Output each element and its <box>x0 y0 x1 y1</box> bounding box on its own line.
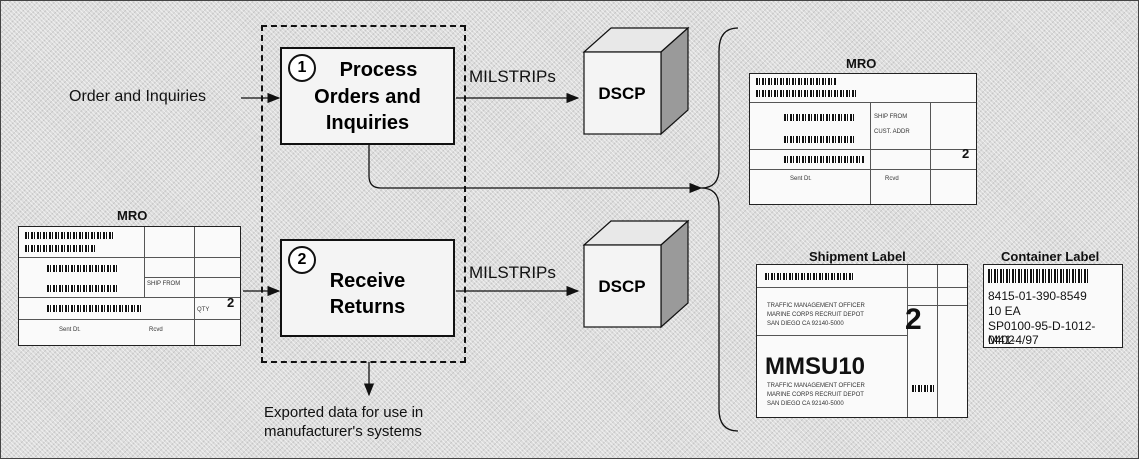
process-1-label-line2: Orders and <box>314 86 421 108</box>
milstrips-label-1: MILSTRIPs <box>469 67 556 86</box>
container-line-2: 10 EA <box>988 304 1021 318</box>
input-label: Order and Inquiries <box>69 88 206 105</box>
shipment-label-code: MMSU10 <box>765 353 866 380</box>
process-2-label-line2: Returns <box>329 296 406 318</box>
shipment-label-digit: 2 <box>905 303 922 336</box>
mro-right-document: SHIP FROM CUST. ADDR Sent Dt. Rcvd 2 <box>749 73 977 205</box>
process-2-label-line1: Receive <box>329 270 406 292</box>
process-1-label-line3: Inquiries <box>325 112 410 134</box>
mro-right-title: MRO <box>846 56 877 71</box>
process-2-box: 2 Receive Returns <box>280 239 455 337</box>
dscp-cube-1 <box>582 26 690 136</box>
export-label-line1: Exported data for use in <box>264 404 424 421</box>
container-label-title: Container Label <box>1001 249 1100 264</box>
milstrips-label-2: MILSTRIPs <box>469 263 556 282</box>
dscp-cube-2 <box>582 219 690 329</box>
process-group-dashed-box <box>261 25 466 363</box>
shipment-label-title: Shipment Label <box>809 249 906 264</box>
process-1-label-line1: Process <box>339 59 418 81</box>
shipment-label-document: TRAFFIC MANAGEMENT OFFICER MARINE CORPS … <box>756 264 968 418</box>
container-line-4: M41-4/97 <box>988 333 1039 347</box>
container-line-1: 8415-01-390-8549 <box>988 289 1087 303</box>
container-label-document: 8415-01-390-8549 10 EA SP0100-95-D-1012-… <box>983 264 1123 348</box>
mro-right-digit: 2 <box>962 146 970 161</box>
dscp-label-1: DSCP <box>598 84 646 103</box>
dscp-label-2: DSCP <box>598 277 646 296</box>
process-1-box: 1 Process Orders and Inquiries <box>280 47 455 145</box>
arrow-process1-to-labels <box>368 145 703 194</box>
process-2-number: 2 <box>288 246 316 274</box>
mro-left-document: SHIP FROM QTY Sent Dt. Rcvd 2 <box>18 226 241 346</box>
process-1-number: 1 <box>288 54 316 82</box>
container-line-3: SP0100-95-D-1012-0402 <box>988 319 1096 347</box>
mro-left-digit: 2 <box>227 295 235 310</box>
mro-left-title: MRO <box>117 208 148 223</box>
curly-brace <box>700 27 739 432</box>
export-label-line2: manufacturer's systems <box>264 423 422 440</box>
